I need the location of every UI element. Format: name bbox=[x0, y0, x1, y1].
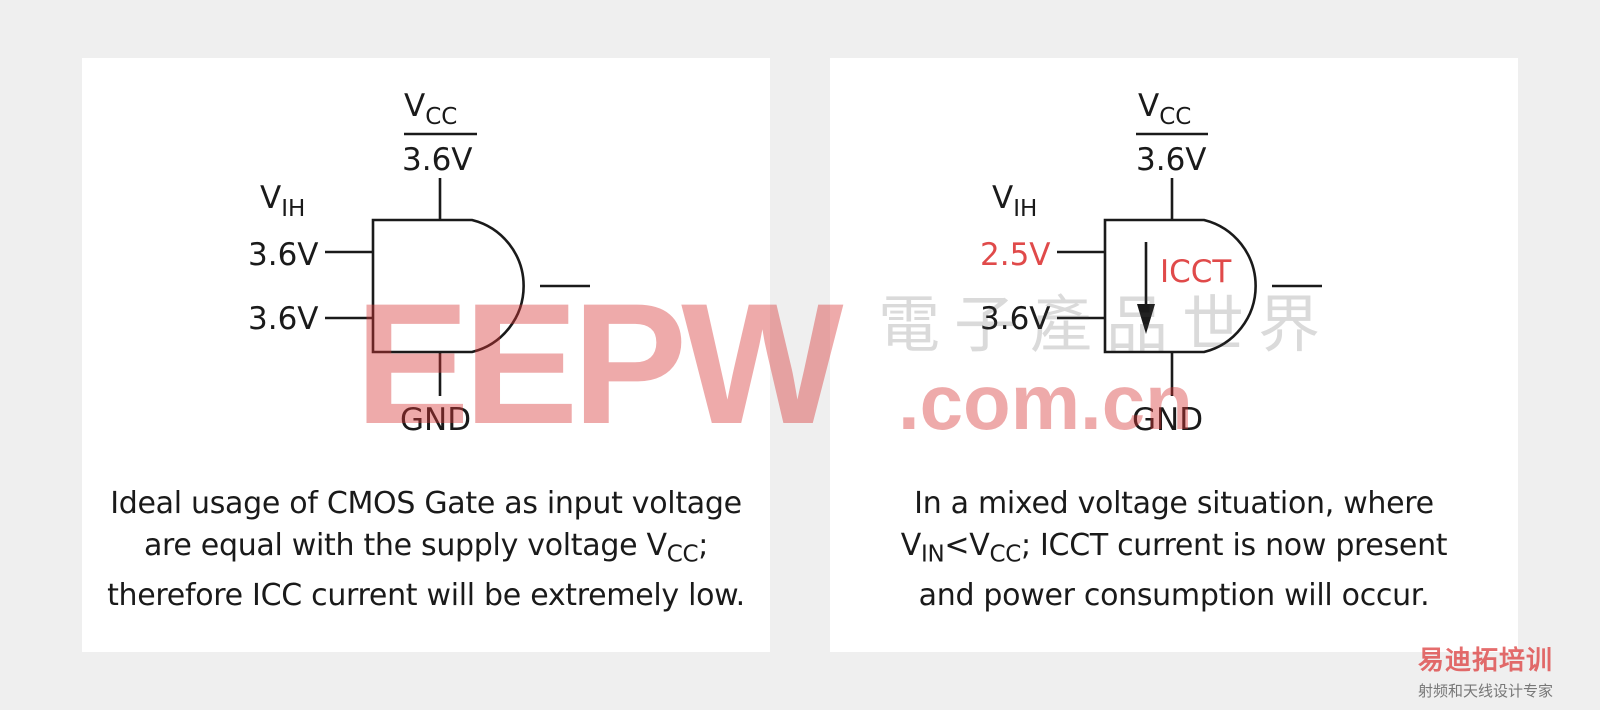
input-2-voltage: 3.6V bbox=[248, 301, 319, 337]
vih-label: VIH bbox=[260, 180, 305, 222]
and-gate-body bbox=[371, 218, 525, 354]
caption-line-1: In a mixed voltage situation, where bbox=[914, 486, 1434, 521]
vcc-label: VCC bbox=[1138, 88, 1191, 130]
gnd-label: GND bbox=[1132, 402, 1203, 438]
caption-line-3: and power consumption will occur. bbox=[918, 578, 1430, 614]
input-2-voltage: 3.6V bbox=[980, 301, 1051, 337]
mixed-voltage-caption: In a mixed voltage situation, where VIN<… bbox=[840, 483, 1508, 617]
caption-line-2: are equal with the supply voltage VCC; bbox=[143, 528, 709, 568]
ideal-usage-panel: VCC 3.6V VIH 3.6V 3.6V GND Ideal usage o… bbox=[82, 58, 770, 652]
corner-logo-title: 易迪拓培训 bbox=[1418, 646, 1554, 676]
corner-logo: 易迪拓培训 射频和天线设计专家 bbox=[1418, 646, 1588, 706]
eepw-watermark: EEPW bbox=[355, 268, 844, 460]
vih-label: VIH bbox=[992, 180, 1037, 222]
caption-line-2: VIN<VCC; ICCT current is now present bbox=[900, 528, 1448, 568]
corner-logo-subtitle: 射频和天线设计专家 bbox=[1418, 682, 1554, 700]
domain-watermark: .com.cn bbox=[898, 358, 1193, 446]
input-1-voltage-highlighted: 2.5V bbox=[980, 237, 1051, 273]
mixed-voltage-panel: VCC 3.6V VIH 2.5V 3.6V ICCT GND In a mix… bbox=[830, 58, 1518, 652]
vcc-value: 3.6V bbox=[402, 142, 473, 178]
vcc-value: 3.6V bbox=[1136, 142, 1207, 178]
icct-current-label: ICCT bbox=[1160, 254, 1232, 290]
gnd-label: GND bbox=[400, 402, 471, 438]
caption-line-3: therefore ICC current will be extremely … bbox=[107, 578, 745, 614]
input-1-voltage: 3.6V bbox=[248, 237, 319, 273]
and-gate-body bbox=[1103, 218, 1257, 354]
cmos-gate-diagram-mixed: VCC 3.6V VIH 2.5V 3.6V ICCT GND bbox=[980, 88, 1322, 438]
vcc-label: VCC bbox=[404, 88, 457, 130]
cmos-gate-diagram-ideal: VCC 3.6V VIH 3.6V 3.6V GND bbox=[248, 88, 590, 438]
chinese-watermark: 電子產品世界 bbox=[878, 288, 1335, 361]
current-arrow-head bbox=[1137, 304, 1155, 334]
ideal-usage-caption: Ideal usage of CMOS Gate as input voltag… bbox=[92, 483, 760, 617]
caption-line-1: Ideal usage of CMOS Gate as input voltag… bbox=[110, 486, 742, 521]
